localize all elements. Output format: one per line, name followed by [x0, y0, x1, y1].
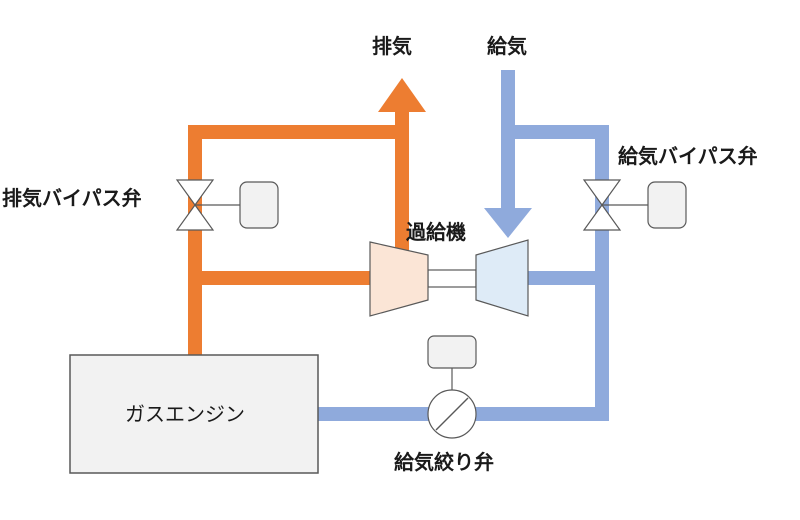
intake-throttle-valve-label: 給気絞り弁 [394, 450, 494, 474]
intake-lines [318, 70, 609, 421]
intake-bypass-valve-label: 給気バイパス弁 [618, 144, 758, 168]
exhaust-label: 排気 [372, 34, 412, 58]
turbocharger [369, 239, 529, 317]
gas-engine-box [69, 354, 319, 474]
turbocharger-shaft [427, 269, 477, 288]
turbocharger-label: 過給機 [406, 220, 466, 244]
intake-bypass-valve [582, 179, 687, 231]
intake-throttle-valve [427, 335, 477, 439]
intake-arrow [484, 208, 532, 238]
exhaust-bypass-valve-label: 排気バイパス弁 [2, 186, 142, 210]
turbine [369, 241, 429, 317]
exhaust-bypass-valve [175, 179, 279, 231]
exhaust-bypass-actuator [239, 181, 279, 229]
intake-label: 給気 [487, 34, 527, 58]
intake-throttle-valve-disc [435, 397, 469, 431]
intake-throttle-actuator [427, 335, 477, 369]
exhaust-arrow [378, 78, 426, 112]
intake-bypass-actuator [647, 181, 687, 229]
compressor [475, 239, 529, 317]
gas-engine-label: ガスエンジン [125, 402, 245, 426]
exhaust-lines [188, 78, 426, 355]
